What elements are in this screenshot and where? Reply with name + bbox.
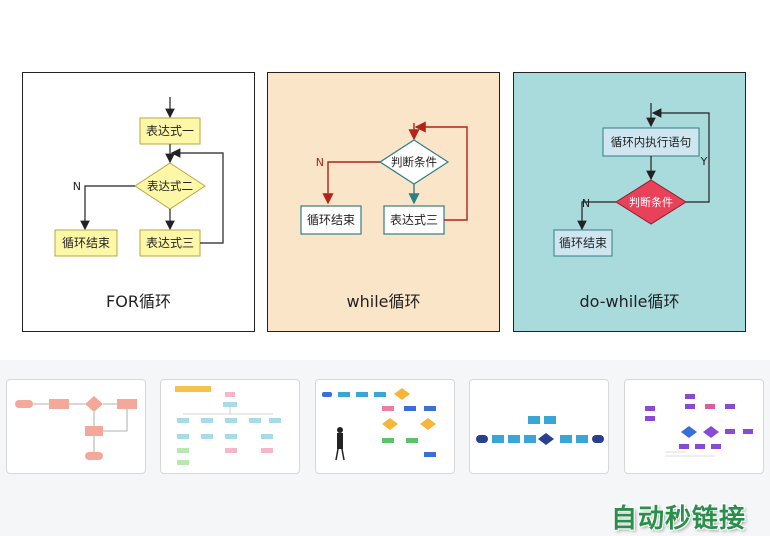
cond-label: 表达式二 bbox=[147, 179, 193, 193]
end-box bbox=[54, 229, 118, 257]
update-label: 表达式三 bbox=[146, 236, 194, 250]
thumbnail-org-tree-flowchart[interactable] bbox=[160, 379, 300, 474]
do-cond-label: 判断条件 bbox=[629, 195, 673, 209]
while-no-text: N bbox=[316, 156, 324, 169]
thumbnail-linear-process-flowchart[interactable] bbox=[469, 379, 609, 474]
no-label: N bbox=[73, 180, 81, 193]
thumbnail-salmon-flowchart[interactable] bbox=[6, 379, 146, 474]
do-end-box bbox=[553, 229, 613, 257]
thumbnail-colorful-process-flowchart[interactable] bbox=[315, 379, 455, 474]
for-loop-panel: 表达式一 表达式二 N 循环结束 表达式三 FOR循环 bbox=[22, 72, 255, 332]
while-end-label: 循环结束 bbox=[307, 213, 355, 227]
do-no-label: N bbox=[582, 197, 590, 210]
update-box bbox=[139, 229, 201, 257]
while-update-box bbox=[383, 205, 445, 235]
do-body-box bbox=[602, 127, 700, 157]
do-yes-label: Y bbox=[700, 155, 708, 168]
while-update-label: 表达式三 bbox=[390, 213, 438, 227]
while-end-box bbox=[300, 205, 362, 235]
thumbnail-purple-decision-flowchart[interactable] bbox=[624, 379, 764, 474]
do-cond-diamond bbox=[615, 179, 687, 225]
init-label: 表达式一 bbox=[146, 124, 194, 138]
do-body-label: 循环内执行语句 bbox=[611, 135, 692, 149]
while-loop-panel: 判断条件 N N 循环结束 表达式三 while循环 bbox=[267, 72, 500, 332]
do-while-loop-caption: do-while循环 bbox=[579, 292, 680, 311]
do-while-loop-panel: 循环内执行语句 判断条件 Y N 循环结束 do-while循环 bbox=[513, 72, 746, 332]
init-box bbox=[139, 117, 201, 145]
end-label: 循环结束 bbox=[62, 236, 110, 250]
watermark-logo: 自动秒链接 bbox=[610, 504, 746, 534]
for-loop-caption: FOR循环 bbox=[106, 292, 171, 311]
do-end-label: 循环结束 bbox=[559, 236, 607, 250]
while-cond-label: 判断条件 bbox=[391, 155, 437, 169]
while-loop-caption: while循环 bbox=[346, 292, 421, 311]
